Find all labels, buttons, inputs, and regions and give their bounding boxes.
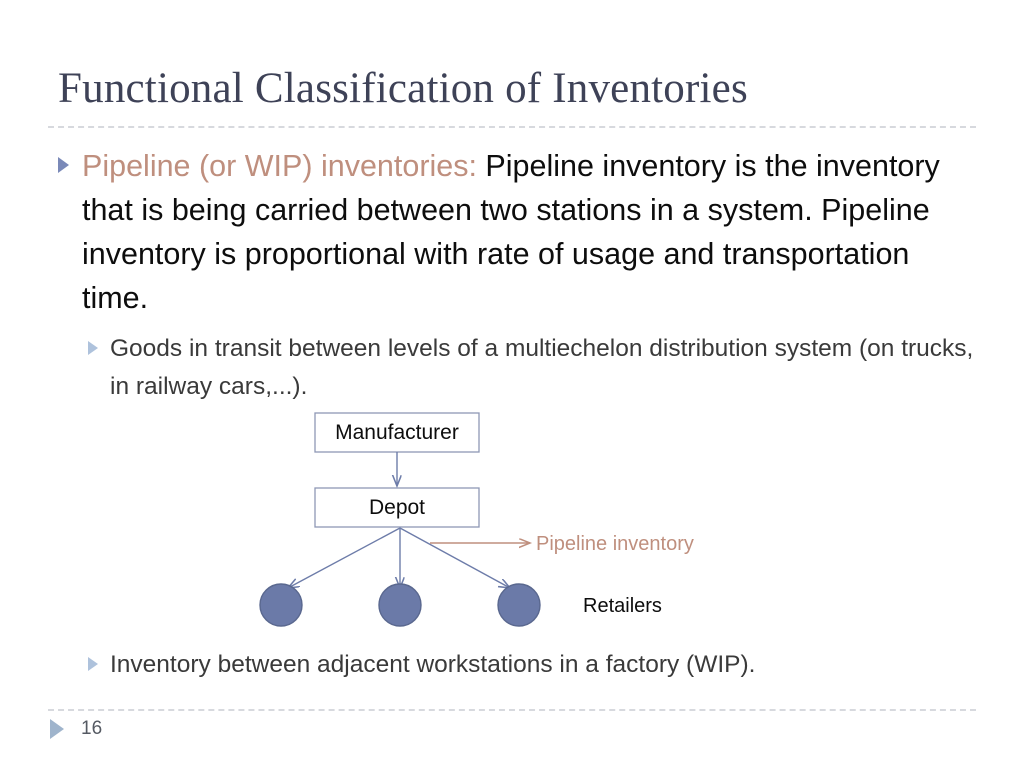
footer-divider	[48, 709, 976, 711]
bullet-body-text: Pipeline inventory is the inventory that…	[82, 149, 940, 315]
title-divider	[48, 126, 976, 128]
sub-bullet-text: Goods in transit between levels of a mul…	[110, 335, 974, 400]
sub-bullet-triangle-icon	[88, 341, 98, 355]
edge-depot-retailer-3	[399, 527, 510, 588]
page-title: Functional Classification of Inventories	[58, 65, 748, 112]
bullet-triangle-icon	[58, 157, 69, 173]
node-retailer-3	[497, 583, 541, 627]
distribution-network-diagram: Manufacturer Depot Retailers Pipeline in…	[240, 400, 770, 640]
retailers-label: Retailers	[583, 595, 662, 617]
node-manufacturer: Manufacturer	[314, 412, 480, 453]
sub-bullet-text: Inventory between adjacent workstations …	[110, 651, 756, 678]
footer-triangle-icon	[50, 719, 64, 739]
bullet-pipeline-inventories: Pipeline (or WIP) inventories: Pipeline …	[58, 144, 958, 320]
sub-bullet-goods-in-transit: Goods in transit between levels of a mul…	[88, 330, 978, 406]
node-retailer-1	[259, 583, 303, 627]
node-depot: Depot	[314, 487, 480, 528]
sub-bullet-triangle-icon	[88, 657, 98, 671]
node-retailer-2	[378, 583, 422, 627]
page-number: 16	[81, 718, 103, 739]
node-depot-label: Depot	[369, 496, 425, 519]
bullet-text: Pipeline (or WIP) inventories: Pipeline …	[82, 144, 958, 320]
edge-depot-retailer-1	[288, 527, 401, 588]
sub-bullet-wip: Inventory between adjacent workstations …	[88, 646, 978, 684]
bullet-lead-phrase: Pipeline (or WIP) inventories:	[82, 149, 477, 183]
annotation-label: Pipeline inventory	[536, 533, 694, 555]
footer: 16	[50, 718, 102, 740]
node-manufacturer-label: Manufacturer	[335, 421, 459, 444]
